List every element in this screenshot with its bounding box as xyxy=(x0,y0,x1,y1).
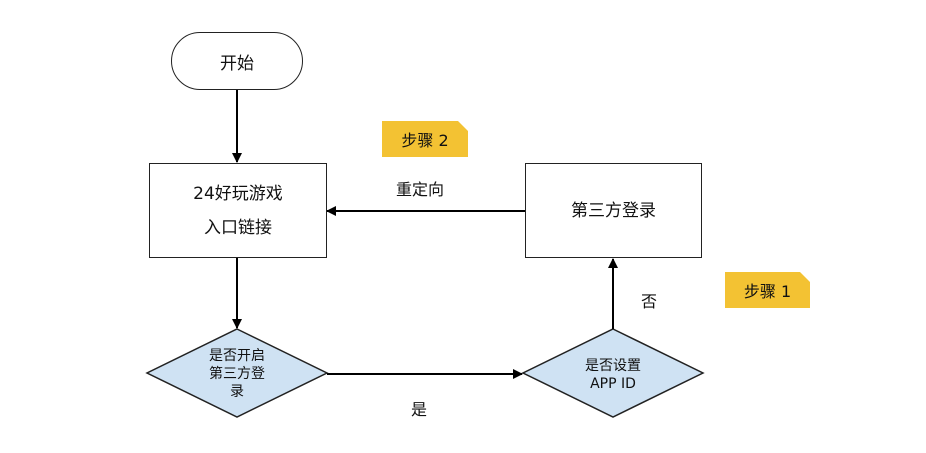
edge-label-yes: 是 xyxy=(411,400,428,419)
decision-diamond-third-party xyxy=(145,328,329,418)
entry-link-label-line1: 24好玩游戏 xyxy=(193,183,283,204)
decision-third-party-line3: 录 xyxy=(230,384,244,400)
step-1-label: 步骤 1 xyxy=(743,282,792,301)
third-party-login-node: 第三方登录 xyxy=(525,163,702,258)
step-2-label: 步骤 2 xyxy=(401,131,449,150)
decision-app-id-line2: APP ID xyxy=(590,376,636,392)
start-node-label: 开始 xyxy=(220,53,254,74)
decision-third-party-text: 是否开启 第三方登 录 xyxy=(187,347,287,401)
decision-third-party-line2: 第三方登 xyxy=(209,366,265,382)
start-node: 开始 xyxy=(171,32,303,90)
decision-third-party-line1: 是否开启 xyxy=(209,348,265,364)
decision-app-id-text: 是否设置 APP ID xyxy=(563,357,663,393)
edge-label-no: 否 xyxy=(641,292,658,311)
decision-app-id-line1: 是否设置 xyxy=(585,358,641,374)
step-2-note: 步骤 2 xyxy=(382,121,468,157)
entry-link-node: 24好玩游戏 入口链接 xyxy=(149,163,327,258)
third-party-login-label: 第三方登录 xyxy=(571,200,656,221)
edge-label-redirect: 重定向 xyxy=(396,180,445,199)
decision-diamond-app-id xyxy=(521,328,705,418)
entry-link-label-line2: 入口链接 xyxy=(204,217,272,238)
step-1-note: 步骤 1 xyxy=(725,272,810,308)
